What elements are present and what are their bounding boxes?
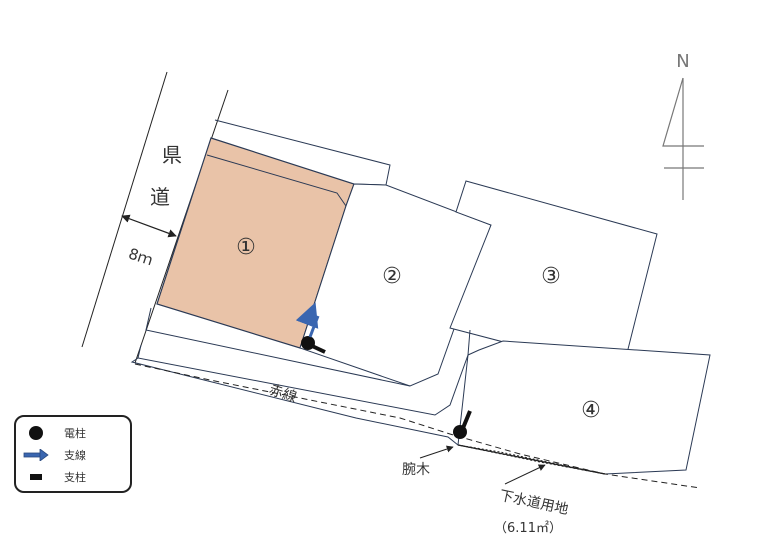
legend: 電柱 支線 支柱 (14, 415, 132, 493)
north-arrow-icon (662, 77, 704, 147)
legend-row-support: 支柱 (16, 467, 130, 487)
lot-1-label: ① (236, 235, 256, 260)
legend-label-guy-wire: 支線 (64, 449, 86, 462)
lot-3 (449, 180, 658, 374)
support-post-1-icon (309, 343, 326, 354)
road-edge-right (134, 89, 229, 364)
lot-2 (299, 183, 492, 387)
north-label: N (676, 51, 689, 72)
arrow-icon (23, 449, 49, 461)
crossarm-leader (419, 445, 454, 459)
legend-label-pole: 電柱 (64, 427, 86, 440)
red-line-label: 赤線 (267, 382, 299, 406)
road-width-label: 8ｍ (126, 245, 155, 270)
utility-pole-2-icon (453, 425, 467, 439)
crossarm-icon (461, 410, 472, 429)
legend-row-pole: 電柱 (16, 423, 130, 443)
strip-south-3 (130, 357, 459, 446)
road-width-dimension (121, 214, 177, 238)
sewer-leader (504, 464, 546, 485)
road-name-char1: 県 (162, 143, 182, 167)
dot-icon (29, 426, 43, 440)
guy-wire-1-icon (295, 302, 320, 338)
lot-4-label: ④ (581, 398, 601, 423)
strip-south-2 (137, 329, 471, 416)
red-line-path (134, 363, 701, 489)
sewer-land-edge (457, 444, 606, 475)
bar-icon (30, 474, 42, 480)
lot-2-label: ② (382, 264, 402, 289)
lot-1-inner-line (206, 154, 347, 207)
lot-3-label: ③ (541, 264, 561, 289)
road-name-char2: 道 (150, 185, 170, 209)
legend-row-guy-wire: 支線 (16, 445, 130, 465)
legend-label-support: 支柱 (64, 471, 86, 484)
road-edge-left (81, 71, 168, 348)
crossarm-label: 腕木 (402, 462, 430, 478)
strip-south-1 (145, 307, 411, 387)
sewer-area-label: （6.11㎡） (494, 521, 562, 536)
sewer-land-label: 下水道用地 (498, 488, 570, 518)
